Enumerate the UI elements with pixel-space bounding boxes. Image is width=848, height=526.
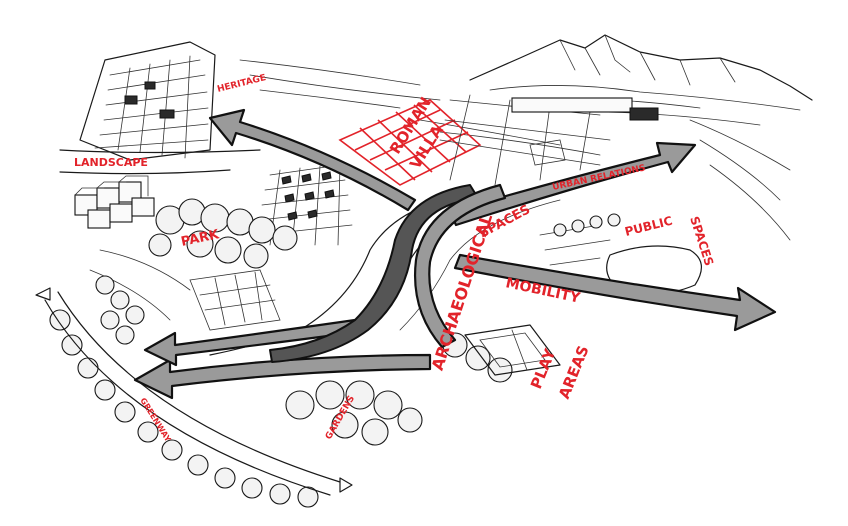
label-play-areas-1: PLAY [527, 345, 560, 391]
central-archaeological-ribbon [269, 183, 507, 363]
play-area-courts [464, 324, 561, 376]
heritage-city-grid [79, 41, 216, 161]
center-residential [189, 164, 353, 331]
roman-villa-grid [338, 99, 482, 186]
left-row-trees [95, 275, 145, 345]
label-heritage: HERITAGE [216, 73, 267, 95]
arrow-to-urban-relations [448, 141, 697, 227]
label-play-areas-2: AREAS [555, 343, 593, 402]
label-landscape: LANDSCAPE [74, 156, 148, 169]
greenway-trees [44, 291, 341, 508]
greenway-end-markers [35, 287, 353, 493]
block-buildings [74, 175, 155, 229]
park-trees [148, 198, 298, 269]
arrow-to-greenway [133, 318, 432, 400]
label-public-spaces-1: PUBLIC [623, 214, 674, 239]
terrain-lines [89, 59, 791, 321]
arrow-to-mobility [453, 253, 777, 332]
label-urban-relations: URBAN RELATIONS [552, 163, 647, 193]
arrow-to-heritage [208, 108, 417, 212]
urban-grid [439, 94, 659, 186]
landscape-strip [59, 149, 261, 175]
label-public-spaces-2: SPACES [687, 215, 716, 268]
